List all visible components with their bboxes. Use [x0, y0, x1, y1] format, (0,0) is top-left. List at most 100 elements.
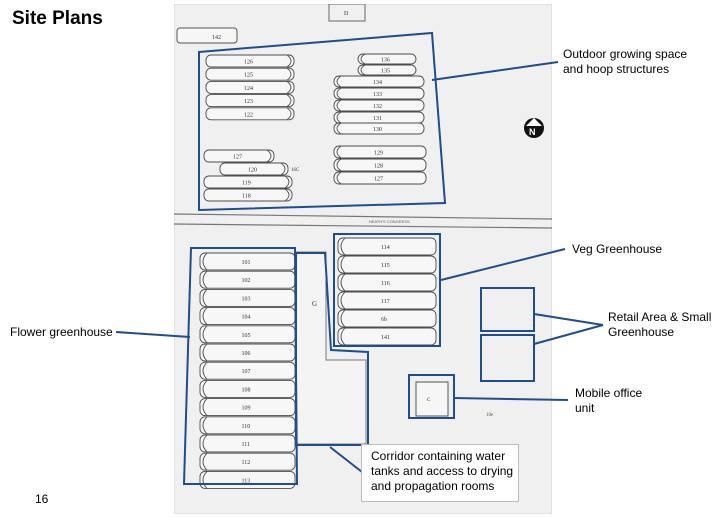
callout-corridor-line-1: Corridor containing water [371, 449, 506, 463]
flower-bay-111: 111 [199, 434, 296, 453]
hoop-123: 123 [205, 94, 295, 108]
flower-bay-109-label: 109 [242, 406, 251, 412]
hoop-124-label: 124 [244, 86, 253, 92]
callout-retail: Retail Area & Small Greenhouse [608, 310, 711, 340]
callout-retail-line-2: Greenhouse [608, 325, 675, 339]
corridor-leader-line [329, 446, 363, 473]
veg-bay-1: 115 [337, 255, 437, 274]
hoop-132-r4: 132 [333, 99, 425, 112]
hoop-lower-left-3-label: 118 [242, 194, 251, 200]
hoop-133-r3: 133 [333, 87, 425, 100]
veg-bay-0-label: 114 [381, 245, 390, 251]
veg-bay-2: 116 [337, 273, 437, 292]
hoop-lower-right-2: 127 [333, 171, 427, 185]
callout-veg: Veg Greenhouse [572, 242, 663, 256]
page-title: Site Plans [12, 8, 103, 29]
callout-corridor: Corridor containing water tanks and acce… [361, 444, 519, 502]
veg-bay-4-label: 6b [381, 317, 387, 323]
hoop-lower-left-2-label: 119 [242, 181, 251, 187]
hoop-125-label: 125 [244, 73, 253, 79]
callout-office-line-2: unit [575, 401, 595, 415]
office-boundary [408, 374, 455, 419]
flower-bay-106-label: 106 [242, 351, 251, 357]
hoop-130-r6-label: 130 [373, 127, 382, 133]
outdoor-growing-boundary [198, 31, 447, 212]
flower-bay-107-label: 107 [242, 369, 251, 375]
flower-bay-108-label: 108 [242, 387, 251, 393]
hoop-structures: 1261251241231221361351341331321311301271… [199, 53, 437, 489]
hoop-lower-right-0: 129 [333, 145, 427, 159]
callout-flower: Flower greenhouse [10, 325, 113, 339]
hoop-131-r5-label: 131 [373, 116, 382, 122]
flower-bay-104-label: 104 [242, 315, 251, 321]
hoop-136-r0: 136 [357, 53, 417, 65]
hoop-lower-right-1: 128 [333, 158, 427, 172]
flower-bay-101-label: 101 [242, 260, 251, 266]
flower-bay-102-label: 102 [242, 278, 251, 284]
office-label: C [427, 398, 431, 403]
flower-bay-110-label: 110 [242, 424, 251, 430]
flower-bay-111-label: 111 [242, 442, 251, 448]
flower-bay-105-label: 105 [242, 333, 251, 339]
flower-bay-102: 102 [199, 270, 296, 289]
hoop-142 [176, 27, 238, 44]
veg-greenhouse-boundary [333, 233, 441, 347]
building-g-label: G [312, 300, 317, 308]
hoop-lower-left-note: 16C [291, 168, 300, 173]
hoop-136-r0-label: 136 [381, 58, 390, 64]
hoop-134-r2-label: 134 [373, 80, 382, 86]
veg-leader-line [440, 248, 566, 281]
office-leader-line [453, 397, 569, 401]
retail-leader-line-2 [533, 324, 604, 345]
hoop-lower-left-0-label: 127 [233, 155, 242, 161]
building-d-label: D [344, 11, 349, 17]
flower-bay-113-label: 113 [242, 478, 251, 484]
flower-bay-112-label: 112 [242, 460, 251, 466]
veg-bay-3: 117 [337, 291, 437, 310]
north-arrow-icon: N [524, 118, 544, 138]
hoop-lower-right-0-label: 129 [374, 151, 383, 157]
hoop-122-label: 122 [244, 112, 253, 118]
flower-bay-109: 109 [199, 398, 296, 417]
flower-bay-108: 108 [199, 379, 296, 398]
hoop-133-r3-label: 133 [373, 92, 382, 98]
veg-bay-4: 6b [337, 309, 437, 328]
hoop-lower-left-1: 120 [219, 162, 289, 176]
flower-greenhouse-boundary [182, 247, 299, 485]
hoop-126-label: 126 [244, 60, 253, 66]
hoop-lower-right-1-label: 128 [374, 164, 383, 170]
hoop-lower-left-2: 119 [203, 175, 293, 189]
callout-retail-line-1: Retail Area & Small [608, 310, 712, 324]
veg-bay-1-label: 115 [381, 263, 390, 269]
callout-corridor-line-2: tanks and access to drying [371, 464, 514, 478]
office-side-label: 10e [486, 413, 494, 418]
page-number: 16 [35, 492, 49, 506]
north-label: N [529, 127, 536, 137]
callout-office: Mobile office unit [575, 386, 642, 416]
hoop-142-label: 142 [212, 35, 221, 41]
hoop-126: 126 [205, 54, 295, 68]
hoop-124: 124 [205, 80, 295, 94]
callout-office-line-1: Mobile office [575, 386, 643, 400]
flower-bay-112: 112 [199, 452, 296, 471]
retail-area-boundary-1 [480, 287, 535, 332]
hoop-135-r1-label: 135 [381, 69, 390, 75]
flower-bay-103-label: 103 [242, 296, 251, 302]
veg-bay-2-label: 116 [381, 281, 390, 287]
hoop-lower-left-1-label: 120 [248, 168, 257, 174]
hoop-lower-left-3: 118 [203, 188, 293, 202]
hoop-lower-left-0: 127 [203, 149, 275, 163]
office-building [415, 381, 449, 417]
veg-bay-0: 114 [337, 237, 437, 256]
hoop-125: 125 [205, 67, 295, 81]
callout-corridor-line-3: and propagation rooms [371, 479, 495, 493]
callout-outdoor-line-1: Outdoor growing space [563, 47, 688, 61]
corridor-boundary [295, 252, 369, 446]
building-d [328, 4, 366, 22]
outdoor-leader-line [431, 61, 559, 81]
callout-outdoor-line-2: and hoop structures [563, 62, 670, 76]
hoop-123-label: 123 [244, 99, 253, 105]
flower-leader-line [115, 331, 191, 338]
flower-bay-103: 103 [199, 288, 296, 307]
